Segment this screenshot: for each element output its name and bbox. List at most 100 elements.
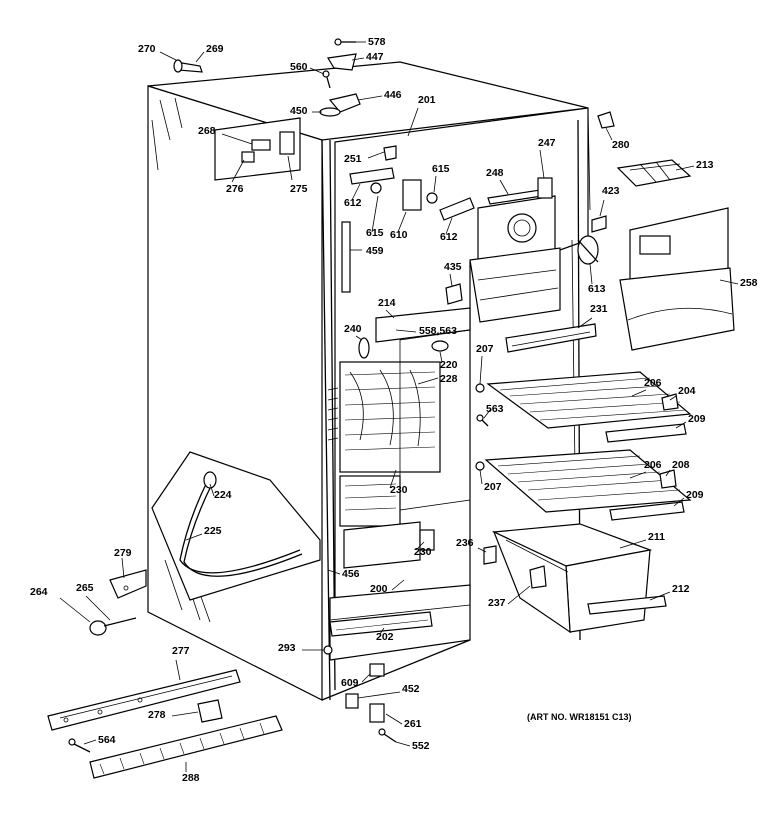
shelves xyxy=(475,371,692,521)
leader-line xyxy=(439,351,443,363)
leader-line xyxy=(507,585,531,605)
part-number-label: 202 xyxy=(376,631,394,643)
leader-line xyxy=(371,195,379,233)
part-number-label: 209 xyxy=(686,489,704,501)
leader-line xyxy=(675,165,695,171)
leader-line xyxy=(385,309,395,319)
part-number-label: 214 xyxy=(378,297,396,309)
leader-line xyxy=(231,159,245,183)
part-number-label: 212 xyxy=(672,583,690,595)
right-side-parts xyxy=(597,111,735,351)
part-number-label: 612 xyxy=(344,197,362,209)
part-number-label: 207 xyxy=(484,481,502,493)
freezer-components xyxy=(327,145,607,637)
leader-line xyxy=(479,469,483,485)
part-number-label: 459 xyxy=(366,245,384,257)
part-number-label: 269 xyxy=(206,43,224,55)
part-number-label: 237 xyxy=(488,597,506,609)
part-number-label: 615 xyxy=(366,227,384,239)
leader-line xyxy=(483,409,491,419)
leader-line xyxy=(185,533,203,541)
part-number-label: 208 xyxy=(672,459,690,471)
part-number-label: 279 xyxy=(114,547,132,559)
part-number-label: 209 xyxy=(688,413,706,425)
leader-line xyxy=(433,175,437,193)
leader-line xyxy=(221,133,253,145)
leader-line xyxy=(479,355,483,385)
leader-line xyxy=(417,377,439,385)
leader-line xyxy=(209,483,215,497)
leader-line xyxy=(357,691,401,699)
part-number-label: 278 xyxy=(148,709,166,721)
leader-line xyxy=(539,149,545,179)
leader-line xyxy=(629,471,647,479)
left-parts xyxy=(89,451,321,636)
part-number-label: 563 xyxy=(486,403,504,415)
leader-line xyxy=(395,329,417,333)
leader-line xyxy=(379,627,385,635)
part-number-label: 423 xyxy=(602,185,620,197)
part-number-label: 610 xyxy=(390,229,408,241)
part-number-label: 201 xyxy=(418,94,436,106)
part-number-label: 268 xyxy=(198,125,216,137)
leader-line xyxy=(407,107,419,137)
leader-line xyxy=(477,547,487,553)
art-number: (ART NO. WR18151 C13) xyxy=(527,712,632,722)
storage-bin xyxy=(483,523,667,634)
leader-line xyxy=(415,541,425,551)
leader-line xyxy=(389,469,397,489)
leader-line xyxy=(85,595,111,621)
part-number-label: 270 xyxy=(138,43,156,55)
part-number-label: 447 xyxy=(366,51,384,63)
leader-line xyxy=(287,155,293,181)
part-number-label: 204 xyxy=(678,385,696,397)
part-number-label: 277 xyxy=(172,645,190,657)
part-number-label: 206 xyxy=(644,377,662,389)
leader-line xyxy=(327,569,341,575)
leader-line xyxy=(83,739,97,745)
leader-line xyxy=(499,179,509,195)
leader-line xyxy=(665,469,671,477)
part-number-label: 224 xyxy=(214,489,232,501)
part-number-label: 552 xyxy=(412,740,430,752)
side-control-parts xyxy=(214,117,301,181)
part-number-label: 276 xyxy=(226,183,244,195)
part-number-label: 450 xyxy=(290,105,308,117)
bottom-parts xyxy=(47,645,397,779)
leader-line xyxy=(195,51,205,63)
leader-line xyxy=(367,151,385,159)
leader-line xyxy=(351,183,361,201)
leader-line xyxy=(59,597,91,623)
part-number-label: 293 xyxy=(278,642,296,654)
part-number-label: 265 xyxy=(76,582,94,594)
part-number-label: 231 xyxy=(590,303,608,315)
part-number-label: 225 xyxy=(204,525,222,537)
part-number-label: 211 xyxy=(648,531,665,543)
part-number-label: 207 xyxy=(476,343,494,355)
leader-line xyxy=(719,279,739,285)
part-number-label: 446 xyxy=(384,89,402,101)
part-number-label: 609 xyxy=(341,677,359,689)
leader-line xyxy=(357,95,383,101)
leader-line xyxy=(599,199,605,217)
part-number-label: 615 xyxy=(432,163,450,175)
part-number-label: 230 xyxy=(390,484,408,496)
part-number-label: 251 xyxy=(344,153,362,165)
part-number-label: 258 xyxy=(740,277,758,289)
part-number-label: 456 xyxy=(342,568,360,580)
part-number-label: 612 xyxy=(440,231,458,243)
leader-line xyxy=(619,539,647,549)
leader-line xyxy=(351,57,365,61)
part-number-label: 261 xyxy=(404,718,422,730)
leader-line xyxy=(159,51,177,61)
part-number-label: 578 xyxy=(368,36,386,48)
leader-line xyxy=(589,263,593,285)
leader-line xyxy=(673,497,685,507)
leader-line xyxy=(361,673,371,683)
part-number-label: 228 xyxy=(440,373,458,385)
part-number-label: 280 xyxy=(612,139,630,151)
part-number-label: 236 xyxy=(456,537,474,549)
part-number-label: 288 xyxy=(182,772,200,784)
